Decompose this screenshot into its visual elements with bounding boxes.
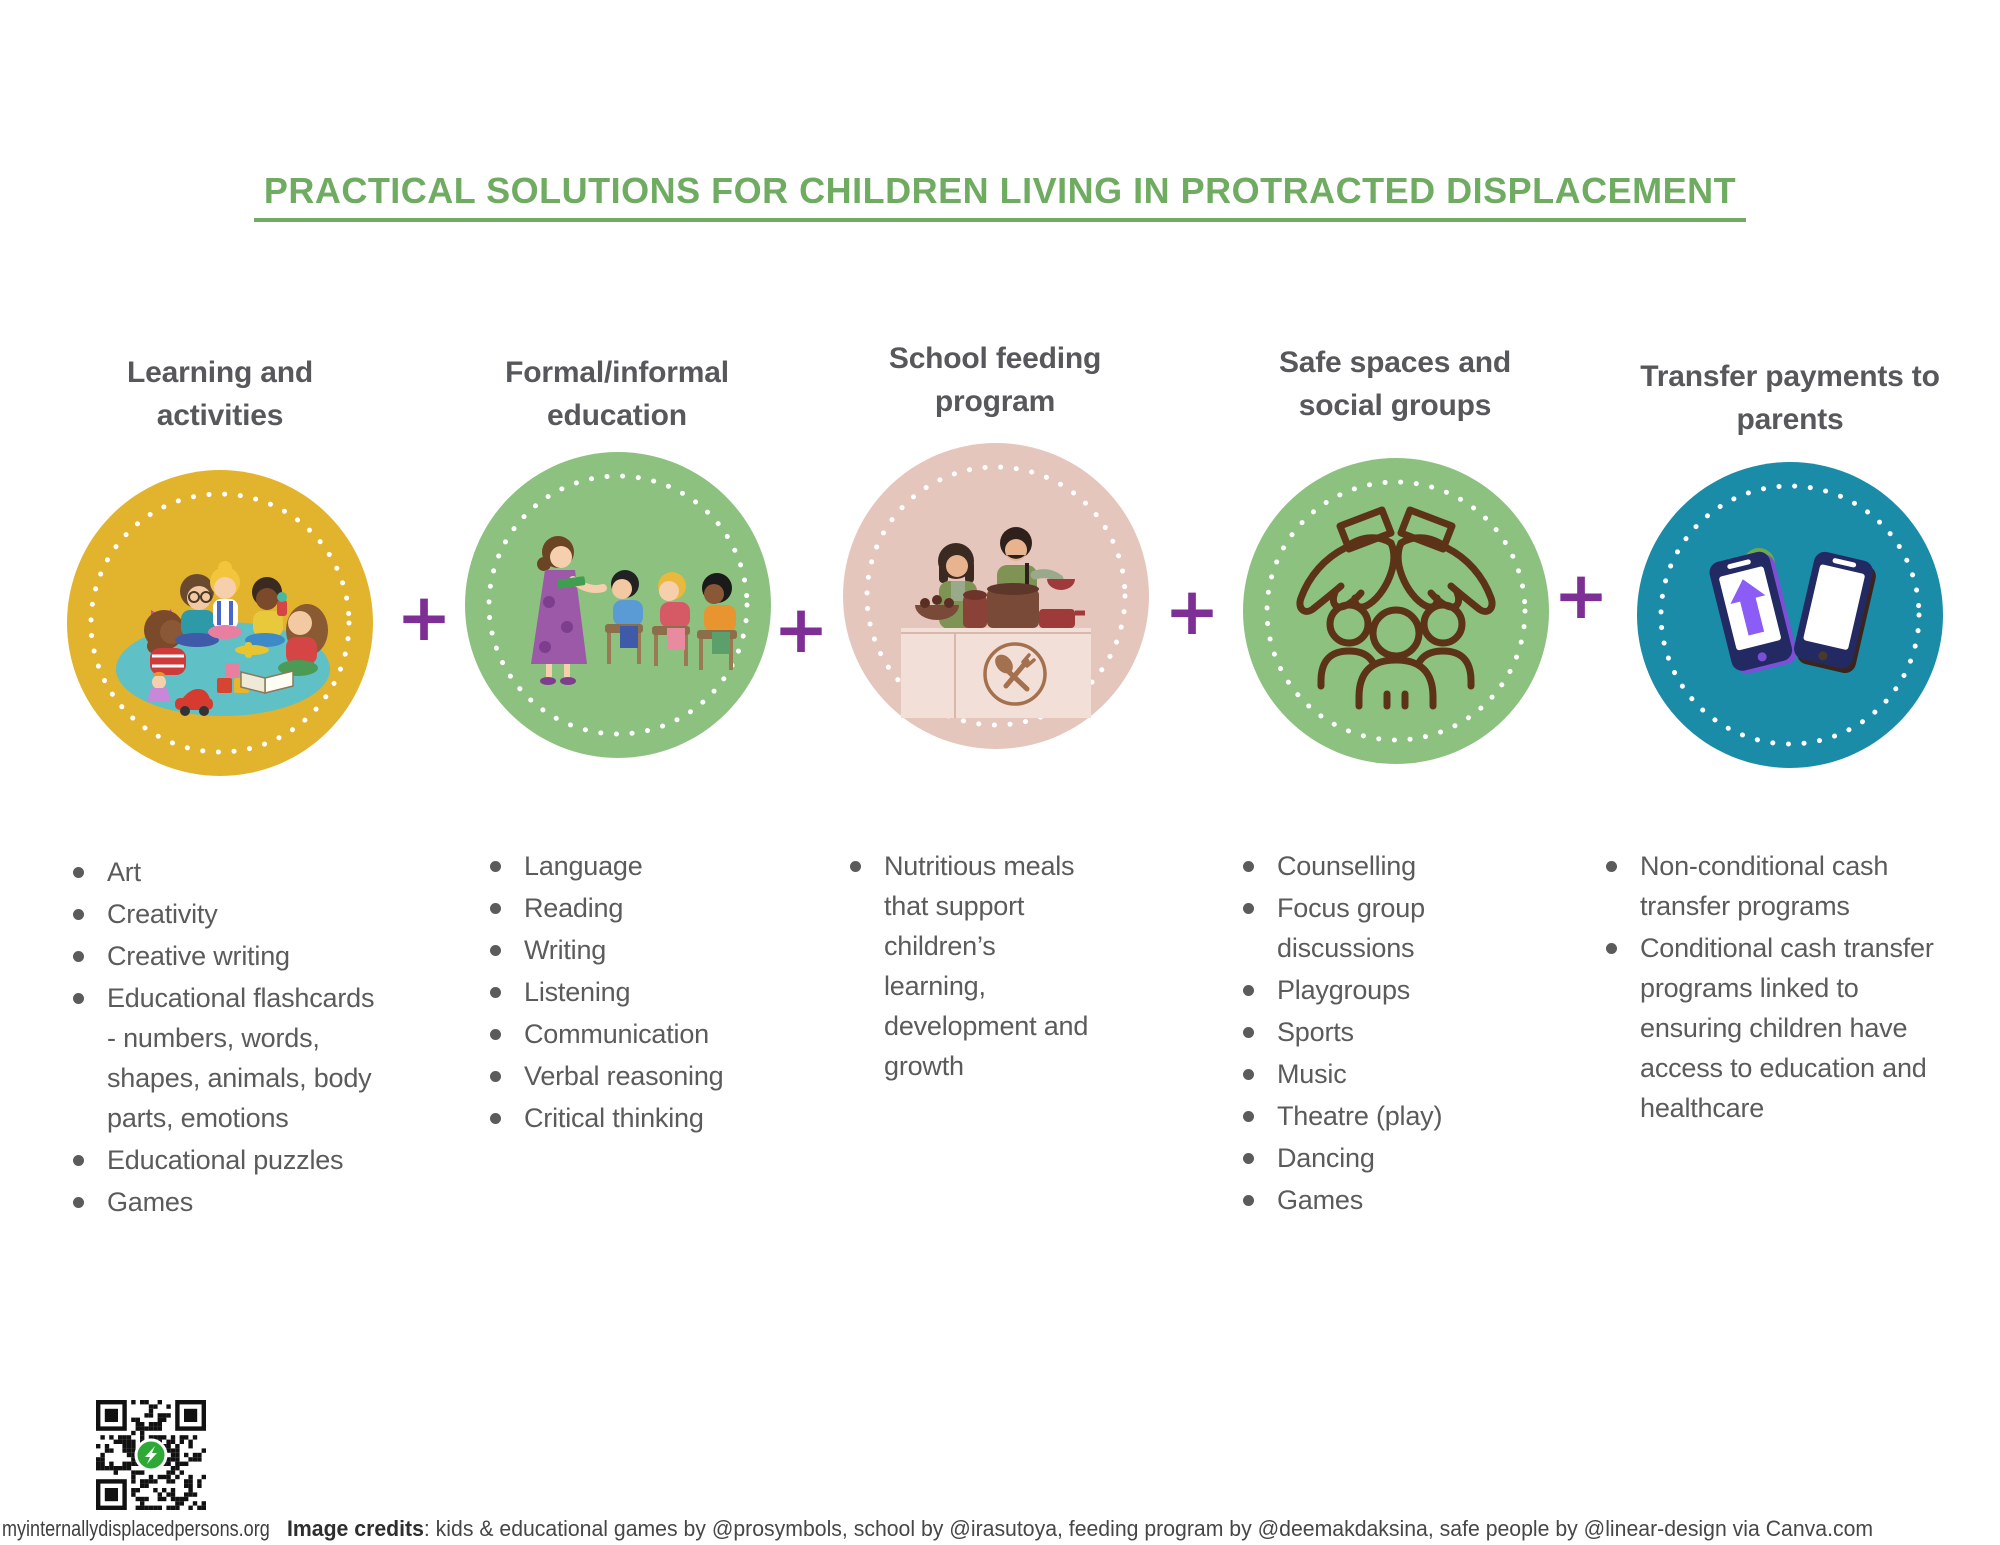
heading-transfer-payments: Transfer payments to parents	[1640, 360, 1940, 436]
mobile-payment-illustration	[1637, 462, 1943, 768]
spoon-fork-icon	[983, 642, 1047, 706]
list-item: Nutritious meals that support children’s…	[846, 846, 1091, 1086]
group-people	[1317, 601, 1475, 710]
right-hand	[1394, 506, 1496, 615]
heading-formal-informal-education: Formal/informal education	[505, 356, 729, 432]
list-item: Focus group discussions	[1239, 888, 1539, 968]
toy-car	[175, 689, 213, 716]
kid-2	[175, 574, 219, 647]
list-item: Critical thinking	[486, 1098, 816, 1138]
heading-school-feeding-program: School feeding program	[888, 342, 1102, 418]
list-item: Playgroups	[1239, 970, 1539, 1010]
list-item: Educational puzzles	[69, 1140, 379, 1180]
list-formal-informal-education: Language Reading Writing Listening Commu…	[486, 846, 816, 1140]
list-item: Verbal reasoning	[486, 1056, 816, 1096]
list-item: Reading	[486, 888, 816, 928]
cooking-pots	[915, 583, 1085, 628]
pupil-3	[697, 573, 737, 670]
school-feeding-illustration	[843, 443, 1149, 749]
footer-credits-label: Image credits	[287, 1516, 424, 1541]
list-item: Communication	[486, 1014, 816, 1054]
list-school-feeding: Nutritious meals that support children’s…	[846, 846, 1091, 1088]
footer-credits-text: : kids & educational games by @prosymbol…	[423, 1516, 1874, 1541]
up-arrow-icon	[1730, 579, 1766, 636]
plus-separator: +	[396, 579, 452, 656]
classroom-teaching-illustration	[465, 452, 771, 758]
list-item: Writing	[486, 930, 816, 970]
toy-doll	[147, 671, 171, 702]
pupil-1	[605, 570, 643, 664]
heading-learning-activities: Learning and activities	[127, 356, 313, 432]
list-item: Games	[69, 1182, 379, 1222]
plus-separator: +	[1553, 557, 1609, 634]
list-safe-spaces: Counselling Focus group discussions Play…	[1239, 846, 1539, 1222]
list-transfer-payments: Non-conditional cash transfer programs C…	[1602, 846, 1937, 1130]
kid-4	[245, 577, 287, 647]
list-item: Language	[486, 846, 816, 886]
list-item: Games	[1239, 1180, 1539, 1220]
list-item: Creativity	[69, 894, 379, 934]
list-item: Dancing	[1239, 1138, 1539, 1178]
list-item: Music	[1239, 1054, 1539, 1094]
list-item: Creative writing	[69, 936, 379, 976]
list-item: Art	[69, 852, 379, 892]
toy-plane	[235, 642, 269, 658]
list-learning-activities: Art Creativity Creative writing Educatio…	[69, 852, 379, 1224]
protective-hands-people-icon	[1243, 458, 1549, 764]
page-title-row: PRACTICAL SOLUTIONS FOR CHILDREN LIVING …	[0, 170, 2000, 222]
phone-with-arrow	[1709, 551, 1797, 674]
plus-separator: +	[1164, 573, 1220, 650]
list-item: Conditional cash transfer programs linke…	[1602, 928, 1937, 1128]
list-item: Theatre (play)	[1239, 1096, 1539, 1136]
serving-counter	[901, 628, 1091, 718]
list-item: Listening	[486, 972, 816, 1012]
footer-credits: Image credits: kids & educational games …	[287, 1516, 1873, 1542]
list-item: Sports	[1239, 1012, 1539, 1052]
list-item: Counselling	[1239, 846, 1539, 886]
open-book	[240, 670, 294, 694]
pupil-2	[652, 572, 690, 666]
kid-3	[208, 561, 242, 639]
teacher	[531, 536, 607, 685]
list-item: Educational flashcards - numbers, words,…	[69, 978, 379, 1138]
children-playing-illustration	[67, 470, 373, 776]
heading-safe-spaces: Safe spaces and social groups	[1278, 346, 1512, 422]
phone-plain	[1794, 551, 1876, 673]
plus-separator: +	[773, 591, 829, 668]
list-item: Non-conditional cash transfer programs	[1602, 846, 1937, 926]
kid-1	[144, 609, 186, 675]
qr-code	[96, 1400, 206, 1510]
page-title: PRACTICAL SOLUTIONS FOR CHILDREN LIVING …	[253, 170, 1747, 222]
footer-website: myinternallydisplacedpersons.org	[2, 1516, 270, 1541]
